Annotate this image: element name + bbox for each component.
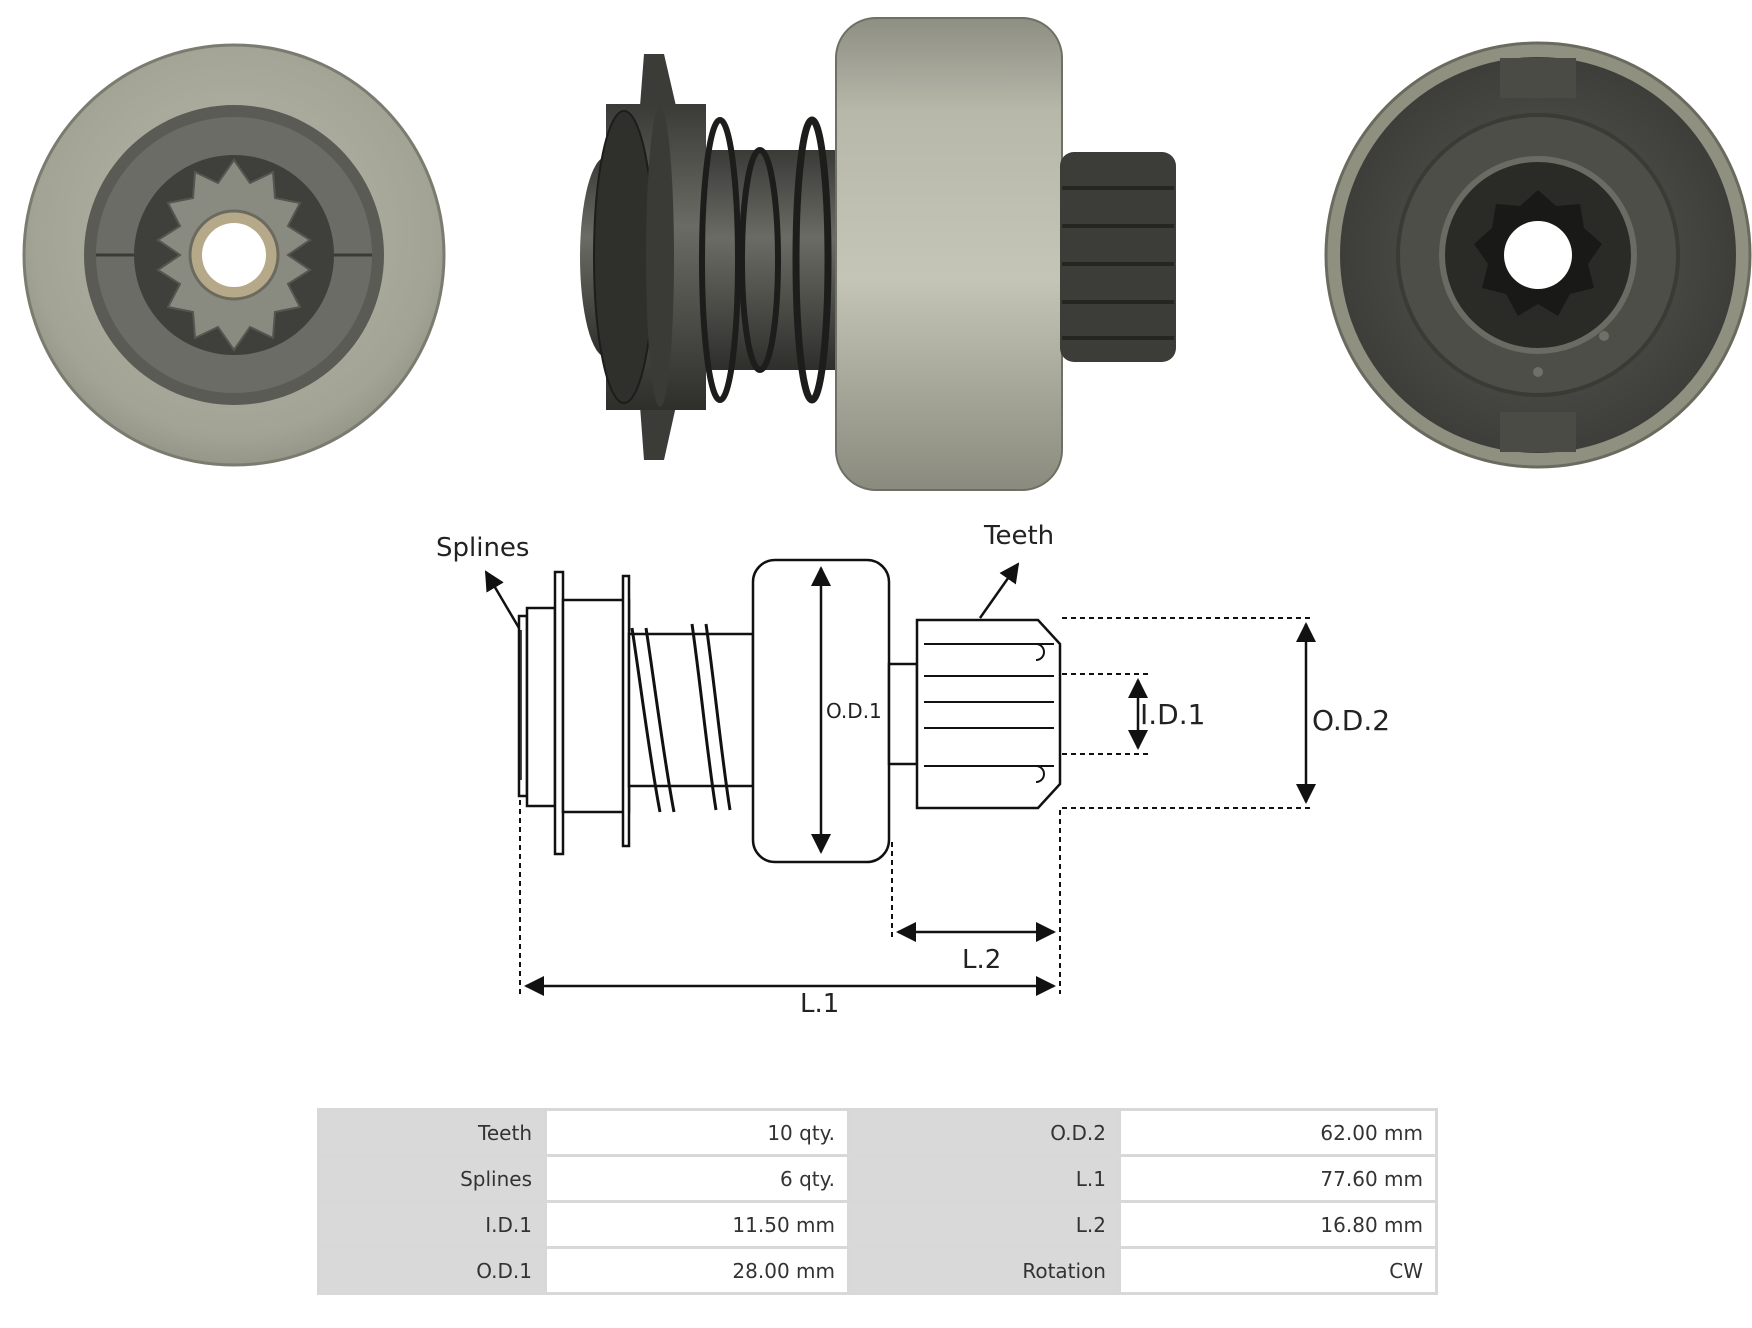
spec-label: L.2 — [850, 1203, 1118, 1246]
spec-value: 28.00 mm — [547, 1249, 847, 1292]
front-view-photo — [22, 43, 446, 467]
spec-label: I.D.1 — [320, 1203, 544, 1246]
spec-value: 11.50 mm — [547, 1203, 847, 1246]
spec-value: 77.60 mm — [1121, 1157, 1435, 1200]
id1-label: I.D.1 — [1140, 698, 1205, 731]
rear-view-photo — [1324, 41, 1752, 469]
spec-value: CW — [1121, 1249, 1435, 1292]
spec-label: O.D.1 — [320, 1249, 544, 1292]
spec-value: 6 qty. — [547, 1157, 847, 1200]
spec-value: 16.80 mm — [1121, 1203, 1435, 1246]
table-row: O.D.1 28.00 mm Rotation CW — [320, 1249, 1435, 1292]
spec-value: 62.00 mm — [1121, 1111, 1435, 1154]
spec-label: Rotation — [850, 1249, 1118, 1292]
od2-label: O.D.2 — [1312, 704, 1390, 737]
spec-label: Splines — [320, 1157, 544, 1200]
table-row: Teeth 10 qty. O.D.2 62.00 mm — [320, 1111, 1435, 1154]
spec-label: L.1 — [850, 1157, 1118, 1200]
table-row: I.D.1 11.50 mm L.2 16.80 mm — [320, 1203, 1435, 1246]
spec-label: O.D.2 — [850, 1111, 1118, 1154]
od1-label: O.D.1 — [826, 699, 882, 723]
splines-label: Splines — [436, 533, 529, 563]
spec-label: Teeth — [320, 1111, 544, 1154]
spec-value: 10 qty. — [547, 1111, 847, 1154]
teeth-label: Teeth — [983, 521, 1054, 551]
l2-label: L.2 — [962, 945, 1001, 975]
side-view-photo — [580, 17, 1176, 491]
table-row: Splines 6 qty. L.1 77.60 mm — [320, 1157, 1435, 1200]
l1-label: L.1 — [800, 989, 839, 1019]
dimension-drawing — [484, 558, 1316, 996]
spec-table: Teeth 10 qty. O.D.2 62.00 mm Splines 6 q… — [317, 1108, 1438, 1295]
